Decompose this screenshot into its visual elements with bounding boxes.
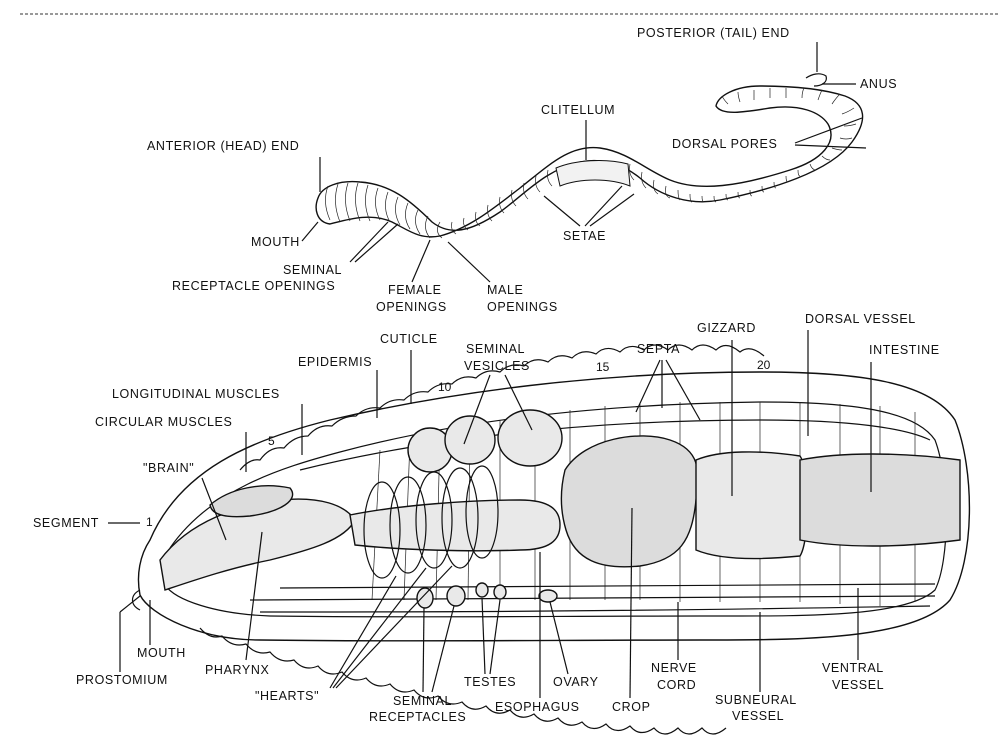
leader-female [411,239,431,283]
seminal-receptacle-1 [416,587,434,609]
label-dorsal-vessel: DORSAL VESSEL [805,312,916,326]
leader-hearts-2 [332,567,427,689]
seg-num-20: 20 [757,358,771,372]
seg-num-15: 15 [596,360,610,374]
label-segment: SEGMENT [33,516,99,530]
label-esophagus: ESOPHAGUS [495,700,580,714]
leader-prostomium-2 [119,595,141,613]
hearts [363,465,499,579]
ovary [538,589,558,603]
label-intestine: INTESTINE [869,343,940,357]
seminal-vesicle-2 [444,415,496,465]
label-nerve-2: CORD [657,678,696,692]
leader-mouth-top [301,221,319,242]
leader-male [447,241,491,283]
leader-setae-3 [589,193,635,227]
leader-hearts-3 [335,565,453,689]
gizzard [695,451,809,560]
label-sem-rec-2: RECEPTACLES [369,710,466,724]
leader-seminal-open-2 [354,223,399,263]
cuticle-scallops-bottom [199,627,727,735]
label-ovary: OVARY [553,675,599,689]
leader-setae-1 [543,195,581,227]
mouth-tip [131,589,141,611]
leader-testes-1 [481,597,486,675]
seg-num-10: 10 [438,380,452,394]
label-clitellum: CLITELLUM [541,103,615,117]
label-male-1: MALE [487,283,523,297]
label-ventral-2: VESSEL [832,678,884,692]
subneural-line [259,605,931,613]
leader-hearts-1 [329,575,397,689]
leader-sem-ves-1 [463,374,491,445]
label-female-2: OPENINGS [376,300,447,314]
crop [560,435,699,568]
label-anterior: ANTERIOR (HEAD) END [147,139,299,153]
label-pharynx: PHARYNX [205,663,269,677]
label-seminal-open-1: SEMINAL [283,263,342,277]
leader-septa-3 [665,359,701,421]
label-sem-ves-2: VESICLES [464,359,530,373]
leader-sem-rec-1 [422,607,425,693]
leader-ovary [549,601,569,675]
label-epidermis: EPIDERMIS [298,355,372,369]
label-septa: SEPTA [637,342,680,356]
internal-worm [131,344,971,735]
esophagus [349,499,561,552]
label-subneural-2: VESSEL [732,709,784,723]
label-crop: CROP [612,700,651,714]
label-sem-ves-1: SEMINAL [466,342,525,356]
leader-dorsal-pores-1 [794,117,863,144]
label-testes: TESTES [464,675,516,689]
label-nerve-1: NERVE [651,661,697,675]
label-hearts: "HEARTS" [255,689,319,703]
label-posterior: POSTERIOR (TAIL) END [637,26,790,40]
leader-crop [629,507,633,699]
leader-sem-ves-2 [504,374,533,431]
label-mouth-bottom: MOUTH [137,646,186,660]
leader-brain [201,477,227,541]
label-seminal-open-2: RECEPTACLE OPENINGS [172,279,335,293]
label-longitudinal: LONGITUDINAL MUSCLES [112,387,280,401]
seg-num-5: 5 [268,434,275,448]
label-ventral-1: VENTRAL [822,661,884,675]
leader-pharynx [245,531,263,661]
clitellum-band [555,160,631,187]
label-cuticle: CUTICLE [380,332,438,346]
label-setae: SETAE [563,229,606,243]
label-brain: "BRAIN" [143,461,194,475]
seminal-vesicle-3 [497,409,563,467]
label-prostomium: PROSTOMIUM [76,673,168,687]
body-outline [137,371,971,642]
leader-setae-2 [584,185,623,227]
leader-seminal-open-1 [349,221,389,263]
testis-1 [475,582,489,598]
label-mouth-top: MOUTH [251,235,300,249]
external-worm [315,73,864,239]
intestine [799,453,961,547]
seminal-receptacle-2 [446,585,466,607]
seg-num-1: 1 [146,515,153,529]
label-subneural-1: SUBNEURAL [715,693,797,707]
dorsal-vessel-line [299,419,931,471]
label-male-2: OPENINGS [487,300,558,314]
label-circular: CIRCULAR MUSCLES [95,415,232,429]
tail-tip [805,73,827,87]
worm-segments [325,87,857,239]
brain [209,485,294,518]
leader-septa-1 [635,359,661,413]
cuticle-scallops-top [239,344,765,471]
worm-outline [315,85,864,238]
label-sem-rec-1: SEMINAL [393,694,452,708]
leader-sem-rec-2 [431,605,455,693]
label-female-1: FEMALE [388,283,442,297]
testis-2 [493,584,507,600]
label-anus: ANUS [860,77,897,91]
label-dorsal-pores: DORSAL PORES [672,137,777,151]
leader-testes-2 [489,599,501,675]
leader-dorsal-pores-2 [794,144,867,149]
label-gizzard: GIZZARD [697,321,756,335]
